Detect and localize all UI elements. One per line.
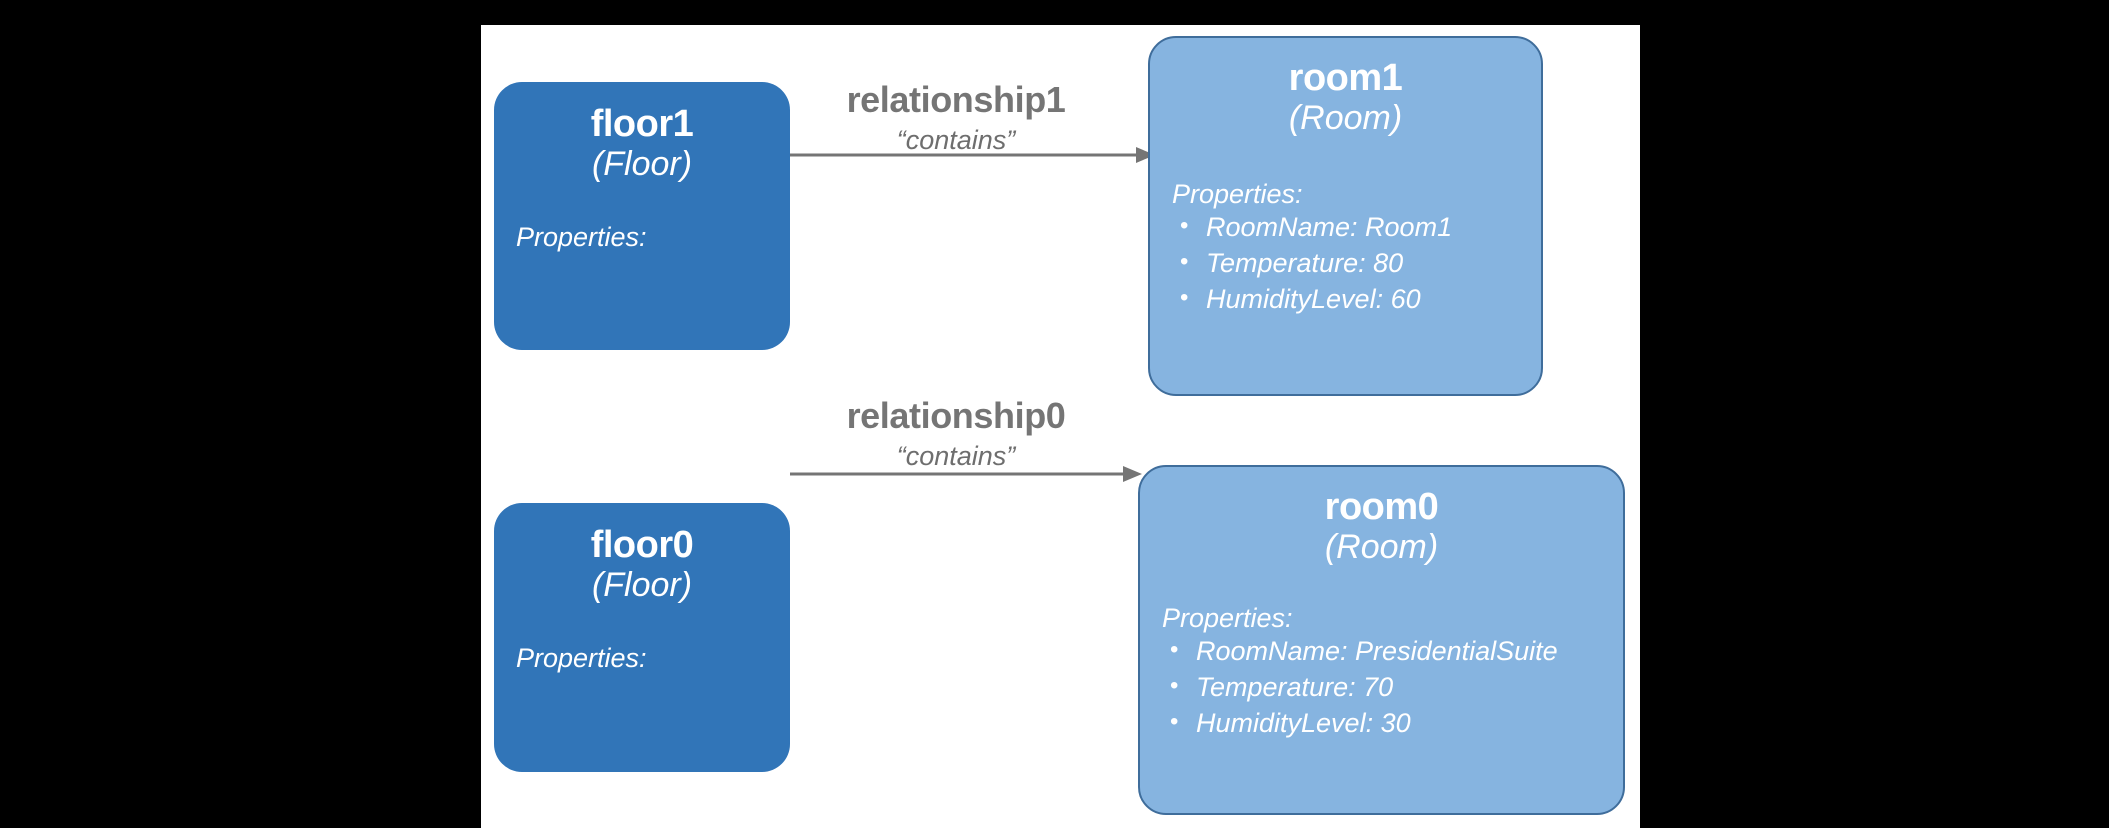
edge-label-relationship0: relationship0 “contains” xyxy=(811,395,1101,473)
edge-relationship0-verb: “contains” xyxy=(896,441,1016,472)
node-floor1-type: (Floor) xyxy=(591,145,693,184)
list-item: Temperature: 80 xyxy=(1172,246,1531,282)
slide-canvas: floor1 (Floor) Properties: relationship1… xyxy=(481,25,1640,828)
node-room0-header: room0 (Room) xyxy=(1140,467,1623,566)
node-floor0-title: floor0 xyxy=(590,524,694,566)
node-room1-property-list: RoomName: Room1 Temperature: 80 Humidity… xyxy=(1172,210,1531,318)
edge-label-relationship1: relationship1 “contains” xyxy=(811,79,1101,157)
list-item: Temperature: 70 xyxy=(1162,670,1613,706)
edge-relationship1-verb: “contains” xyxy=(896,125,1016,156)
node-room1-header: room1 (Room) xyxy=(1150,38,1541,137)
list-item: RoomName: Room1 xyxy=(1172,210,1531,246)
node-room0-type: (Room) xyxy=(1324,528,1439,567)
list-item: HumidityLevel: 60 xyxy=(1172,282,1531,318)
node-room0-property-list: RoomName: PresidentialSuite Temperature:… xyxy=(1162,634,1613,742)
node-floor0-header: floor0 (Floor) xyxy=(494,524,790,605)
node-floor0-properties-label: Properties: xyxy=(516,643,647,674)
node-room1-type: (Room) xyxy=(1288,99,1403,138)
node-floor0[interactable]: floor0 (Floor) Properties: xyxy=(494,503,790,772)
edge-relationship1-name: relationship1 xyxy=(846,79,1066,120)
node-room0-title: room0 xyxy=(1324,486,1439,528)
node-room1[interactable]: room1 (Room) Properties: RoomName: Room1… xyxy=(1148,36,1543,396)
node-floor1-properties-label: Properties: xyxy=(516,222,647,253)
node-room0[interactable]: room0 (Room) Properties: RoomName: Presi… xyxy=(1138,465,1625,815)
node-floor1[interactable]: floor1 (Floor) Properties: xyxy=(494,82,790,350)
list-item: RoomName: PresidentialSuite xyxy=(1162,634,1613,670)
node-floor1-title: floor1 xyxy=(590,103,694,145)
list-item: HumidityLevel: 30 xyxy=(1162,706,1613,742)
node-floor1-header: floor1 (Floor) xyxy=(494,103,790,184)
node-room1-properties: Properties: RoomName: Room1 Temperature:… xyxy=(1172,178,1531,318)
node-room0-properties-label: Properties: xyxy=(1162,603,1293,633)
edge-arrow-relationship0 xyxy=(790,466,1142,482)
node-room0-properties: Properties: RoomName: PresidentialSuite … xyxy=(1162,602,1613,742)
node-room1-properties-label: Properties: xyxy=(1172,179,1303,209)
edge-arrow-relationship1 xyxy=(790,147,1155,163)
node-floor0-type: (Floor) xyxy=(591,566,693,605)
node-room1-title: room1 xyxy=(1288,57,1403,99)
edge-relationship0-name: relationship0 xyxy=(846,395,1066,436)
